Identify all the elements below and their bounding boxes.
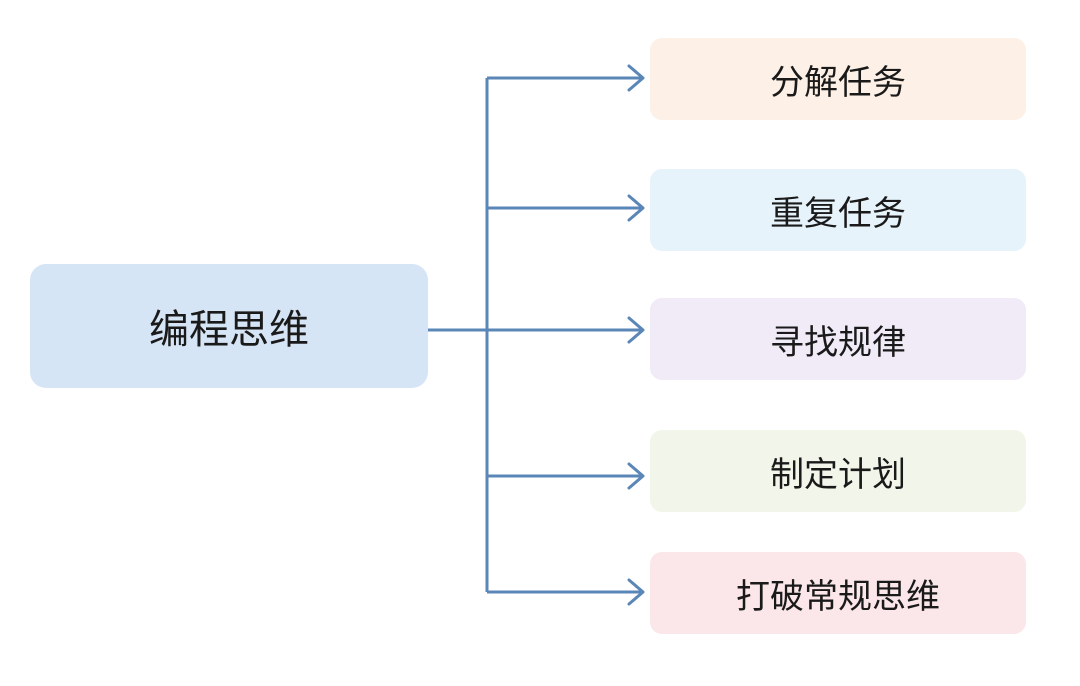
branch-4: [487, 462, 645, 490]
child-node-find-pattern: 寻找规律: [650, 298, 1026, 380]
child-node-break-convention: 打破常规思维: [650, 552, 1026, 634]
arrow-head-icon: [627, 64, 645, 92]
branch-3: [487, 316, 645, 344]
root-node-label: 编程思维: [149, 307, 309, 353]
branch-2: [487, 194, 645, 222]
child-node-label: 打破常规思维: [736, 576, 940, 617]
child-node-label: 分解任务: [770, 62, 906, 103]
child-node-label: 重复任务: [770, 193, 906, 234]
root-node: 编程思维: [30, 264, 428, 388]
child-node-make-plan: 制定计划: [650, 430, 1026, 512]
child-node-label: 寻找规律: [770, 322, 906, 363]
arrow-head-icon: [627, 194, 645, 222]
child-node-decompose-task: 分解任务: [650, 38, 1026, 120]
arrow-head-icon: [627, 316, 645, 344]
branch-1: [487, 64, 645, 92]
arrow-head-icon: [627, 462, 645, 490]
arrow-head-icon: [627, 578, 645, 606]
child-node-label: 制定计划: [770, 454, 906, 495]
child-node-repeat-task: 重复任务: [650, 169, 1026, 251]
branch-5: [487, 578, 645, 606]
